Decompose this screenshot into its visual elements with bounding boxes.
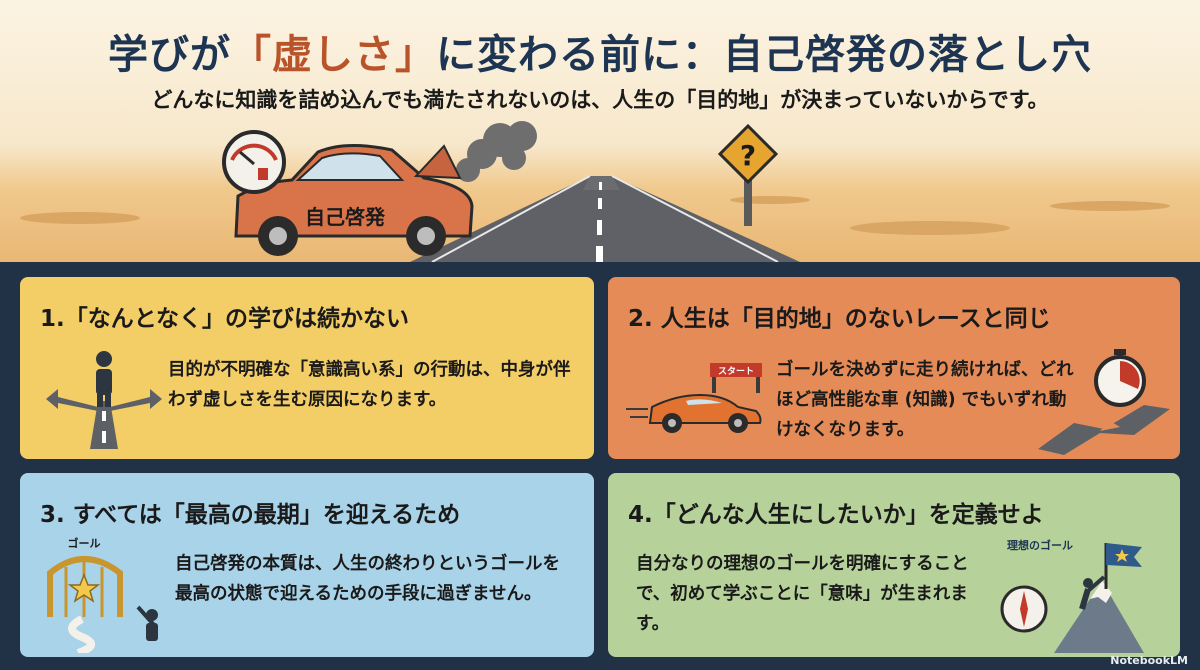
crossroads-person-icon xyxy=(46,351,162,449)
card-1-body: 目的が不明確な「意識高い系」の行動は、中身が伴わず虚しさを生む原因になります。 xyxy=(168,360,571,410)
card-1-title: 1.「なんとなく」の学びは続かない xyxy=(40,306,410,332)
card-2-title: 2. 人生は「目的地」のないレースと同じ xyxy=(628,306,1051,332)
card-1: 1.「なんとなく」の学びは続かない 目的が不明確な「意識高い系」の行動は、中身が… xyxy=(20,277,594,459)
card-4-body: 自分なりの理想のゴールを明確にすることで、初めて学ぶことに「意味」が生まれます。 xyxy=(636,554,969,634)
desert-road-scene: ? 自己啓発 xyxy=(20,121,1170,262)
page-subtitle: どんなに知識を詰め込んでも満たされないのは、人生の「目的地」が決まっていないから… xyxy=(151,88,1049,112)
summit-flag-compass-icon: 理想のゴール xyxy=(1000,538,1144,653)
page-title: 学びが「虚しさ」に変わる前に：自己啓発の落とし穴 xyxy=(0,22,1200,80)
stopwatch-broken-road-icon xyxy=(1038,349,1170,455)
race-car-icon: スタート xyxy=(626,363,762,433)
goal-gate-icon: ゴール xyxy=(47,537,158,653)
notebooklm-brand: NotebookLM xyxy=(1110,654,1188,667)
svg-text:?: ? xyxy=(740,139,756,172)
card-2: 2. 人生は「目的地」のないレースと同じ スタート ゴールを決めずに走り続ければ… xyxy=(608,277,1180,459)
start-banner-label: スタート xyxy=(718,365,754,377)
title-accent: 「虚しさ」 xyxy=(231,32,436,78)
card-3-title: 3. すべては「最高の最期」を迎えるため xyxy=(40,502,461,528)
hero-banner: ? 自己啓発 学びが「虚しさ」に変わる前に：自己啓発の落とし穴 どんなに知識を xyxy=(0,0,1200,262)
goal-label: ゴール xyxy=(68,537,101,550)
cards-area: 1.「なんとなく」の学びは続かない 目的が不明確な「意識高い系」の行動は、中身が… xyxy=(0,262,1200,670)
card-4: 4.「どんな人生にしたいか」を定義せよ 自分なりの理想のゴールを明確にすることで… xyxy=(608,473,1180,657)
smoke-icon xyxy=(456,121,537,182)
title-part-1: 学びが xyxy=(108,32,231,78)
card-2-body: ゴールを決めずに走り続ければ、どれほど高性能な車 (知識) でもいずれ動けなくな… xyxy=(776,360,1074,440)
card-3: 3. すべては「最高の最期」を迎えるため ゴール 自己啓発の本質は、人生の終わり… xyxy=(20,473,594,657)
broken-car-icon: 自己啓発 xyxy=(234,143,474,256)
road xyxy=(410,176,800,262)
fuel-gauge-icon xyxy=(222,130,286,194)
title-part-2: に変わる前に：自己啓発の落とし穴 xyxy=(436,32,1092,78)
card-4-title: 4.「どんな人生にしたいか」を定義せよ xyxy=(628,502,1044,528)
question-sign-icon: ? xyxy=(717,123,779,226)
car-label: 自己啓発 xyxy=(305,205,386,229)
ideal-goal-label: 理想のゴール xyxy=(1007,538,1073,552)
card-3-body: 自己啓発の本質は、人生の終わりというゴールを最高の状態で迎えるための手段に過ぎま… xyxy=(175,554,560,604)
